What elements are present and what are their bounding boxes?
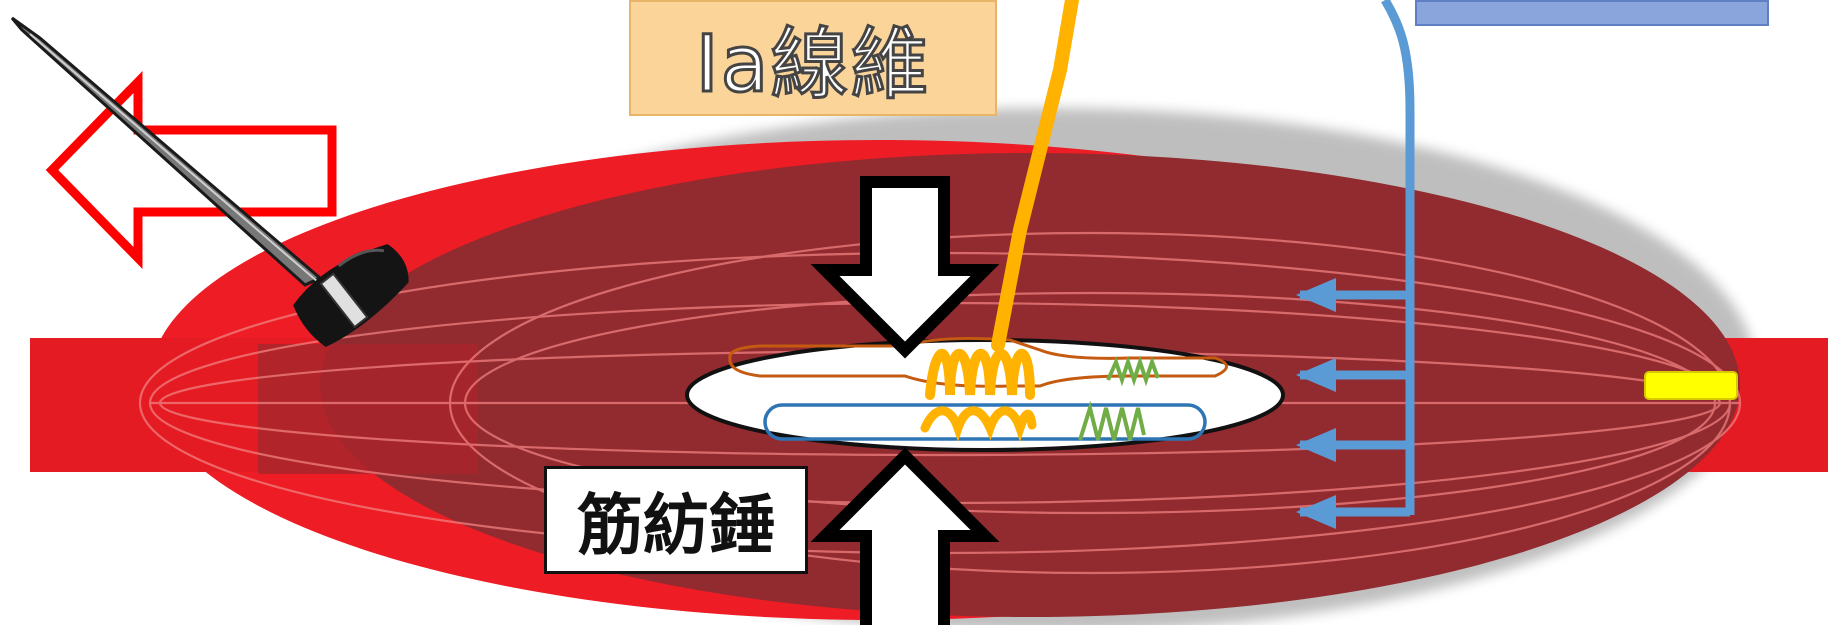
compress-arrow-down xyxy=(810,176,1000,359)
motor-arrowheads xyxy=(1296,278,1336,529)
tendon-shadow-band xyxy=(258,344,478,474)
ia-fiber-line xyxy=(991,0,1079,352)
ia-coils-lower xyxy=(920,406,1037,442)
spring-lower xyxy=(1078,400,1146,441)
muscle-spindle-label: 筋紡錘 xyxy=(544,466,808,574)
intrafusal-fiber-upper xyxy=(728,336,1228,388)
spring-upper xyxy=(1106,355,1160,387)
reflex-hammer-icon xyxy=(10,16,409,347)
compress-arrow-up xyxy=(810,447,1000,625)
stretch-arrow-left xyxy=(45,70,337,270)
intrafusal-fiber-lower xyxy=(763,403,1207,441)
motor-neuron-label-box xyxy=(1415,0,1769,26)
ia-fiber-label: Ⅰa線維 xyxy=(629,0,997,116)
ia-coils-upper xyxy=(925,348,1035,400)
motor-fiber-line xyxy=(1381,0,1415,515)
tendon-marker xyxy=(1644,371,1738,400)
